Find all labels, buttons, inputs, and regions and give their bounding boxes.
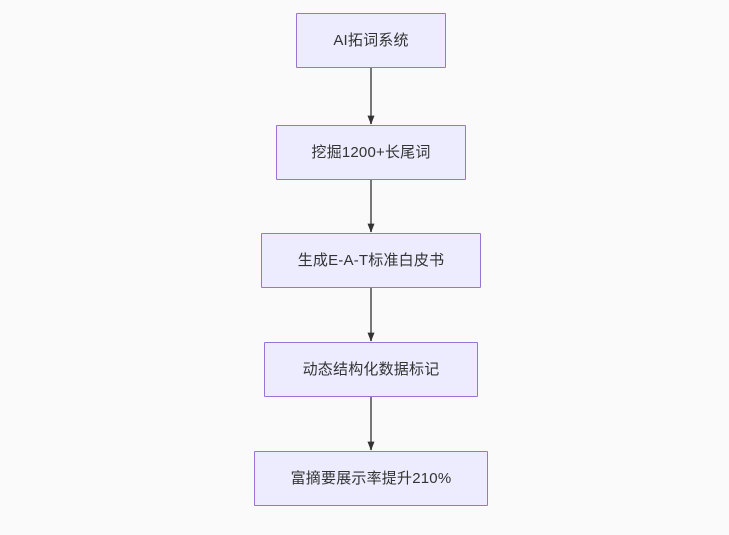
flow-node-rich-snippet-uplift[interactable]: 富摘要展示率提升210% xyxy=(254,451,488,506)
flow-node-mine-longtail-keywords[interactable]: 挖掘1200+长尾词 xyxy=(276,125,466,180)
flow-node-label: 生成E-A-T标准白皮书 xyxy=(297,251,445,269)
flow-node-label: AI拓词系统 xyxy=(333,31,409,49)
flow-node-ai-keyword-system[interactable]: AI拓词系统 xyxy=(296,13,446,68)
flow-node-dynamic-structured-data[interactable]: 动态结构化数据标记 xyxy=(264,342,478,397)
flow-node-label: 富摘要展示率提升210% xyxy=(290,469,452,487)
flow-node-generate-eat-whitepaper[interactable]: 生成E-A-T标准白皮书 xyxy=(261,233,481,288)
flow-node-label: 动态结构化数据标记 xyxy=(302,360,440,378)
flow-node-label: 挖掘1200+长尾词 xyxy=(311,143,431,161)
